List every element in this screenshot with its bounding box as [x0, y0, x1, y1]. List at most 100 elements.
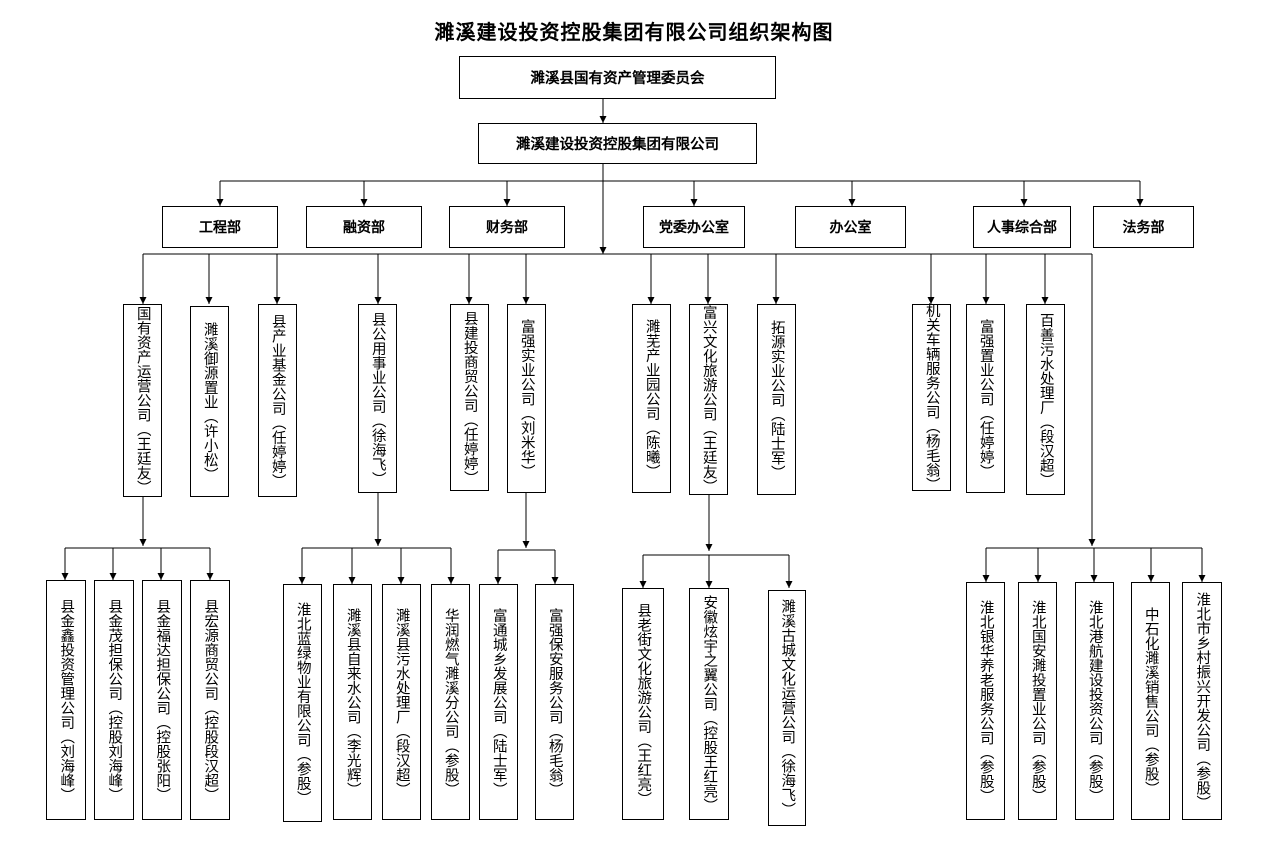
third-level-box: 濉溪古城文化运营公司（徐海飞） [768, 590, 806, 826]
arrow-head [522, 297, 530, 304]
arrow-head [397, 577, 405, 584]
subsidiary-label: 富强实业公司（刘米华） [518, 318, 535, 479]
arrow-head [522, 541, 530, 548]
arrow-head [157, 573, 165, 580]
third-level-box: 县金茂担保公司（控股刘海峰） [94, 580, 134, 820]
third-level-label: 濉溪古城文化运营公司（徐海飞） [779, 599, 796, 817]
third-level-label: 濉溪县自来水公司（李光辉） [344, 607, 361, 797]
arrow-head [785, 581, 793, 588]
arrow-head [1198, 575, 1206, 582]
arrow-head [982, 575, 990, 582]
subsidiary-box: 国有资产运营公司（王廷友） [123, 304, 162, 497]
arrow-head [599, 247, 607, 254]
third-level-box: 中石化濉溪销售公司（参股） [1131, 582, 1170, 820]
chart-title: 濉溪建设投资控股集团有限公司组织架构图 [434, 20, 834, 44]
commission-box: 濉溪县国有资产管理委员会 [459, 56, 776, 99]
arrow-head [205, 297, 213, 304]
subsidiary-label: 国有资产运营公司（王廷友） [134, 306, 151, 495]
subsidiary-box: 拓源实业公司（陆士军） [757, 304, 796, 495]
dept-party-office: 党委办公室 [643, 206, 745, 248]
arrow-head [273, 297, 281, 304]
arrow-head [1147, 575, 1155, 582]
subsidiary-box: 富强实业公司（刘米华） [507, 304, 546, 493]
arrow-head [109, 573, 117, 580]
arrow-head [139, 297, 147, 304]
group-company-box: 濉溪建设投资控股集团有限公司 [478, 123, 757, 164]
dept-engineering: 工程部 [162, 206, 278, 248]
subsidiary-box: 县建投商贸公司（任婷婷） [450, 304, 489, 491]
third-level-label: 富通城乡发展公司（陆士军） [490, 607, 507, 797]
arrow-head [298, 577, 306, 584]
third-level-box: 淮北蓝绿物业有限公司（参股） [283, 584, 322, 822]
arrow-head [690, 199, 698, 206]
subsidiary-box: 富兴文化旅游公司（王廷友） [689, 304, 728, 495]
subsidiary-box: 机关车辆服务公司（杨毛翁） [912, 303, 951, 492]
arrow-head [216, 199, 224, 206]
arrow-head [1034, 575, 1042, 582]
subsidiary-box: 县公用事业公司（徐海飞） [358, 304, 397, 493]
third-level-box: 淮北市乡村振兴开发公司（参股） [1182, 582, 1222, 820]
arrow-head [1090, 575, 1098, 582]
arrow-head [848, 199, 856, 206]
arrow-head [494, 577, 502, 584]
third-level-box: 淮北港航建设投资公司（参股） [1075, 582, 1114, 820]
arrow-head [465, 297, 473, 304]
subsidiary-label: 县建投商贸公司（任婷婷） [461, 310, 478, 485]
subsidiary-box: 濉溪御源置业（许小松） [190, 306, 229, 497]
arrow-head [639, 581, 647, 588]
third-level-label: 富强保安服务公司（杨毛翁） [546, 607, 563, 797]
third-level-label: 县金福达担保公司（控股张阳） [154, 598, 171, 802]
subsidiary-label: 富强置业公司（任婷婷） [977, 318, 994, 479]
arrow-head [348, 577, 356, 584]
arrow-head [1088, 539, 1096, 546]
subsidiary-box: 濉芜产业园公司（陈曦） [632, 304, 671, 493]
subsidiary-label: 濉芜产业园公司（陈曦） [643, 318, 660, 479]
arrow-head [772, 297, 780, 304]
arrow-head [982, 297, 990, 304]
third-level-label: 淮北国安濉投置业公司（参股） [1029, 599, 1046, 803]
third-level-box: 富强保安服务公司（杨毛翁） [535, 584, 574, 820]
arrow-head [599, 116, 607, 123]
dept-office: 办公室 [795, 206, 906, 248]
third-level-label: 淮北银华养老服务公司（参股） [977, 599, 994, 803]
third-level-label: 淮北港航建设投资公司（参股） [1086, 599, 1103, 803]
arrow-head [374, 539, 382, 546]
subsidiary-box: 富强置业公司（任婷婷） [966, 304, 1005, 493]
dept-finance: 财务部 [449, 206, 565, 248]
third-level-label: 县金茂担保公司（控股刘海峰） [106, 598, 123, 802]
subsidiary-label: 县产业基金公司（任婷婷） [269, 313, 286, 488]
subsidiary-label: 濉溪御源置业（许小松） [201, 321, 218, 482]
dept-financing: 融资部 [306, 206, 422, 248]
third-level-box: 富通城乡发展公司（陆士军） [479, 584, 518, 820]
dept-legal: 法务部 [1093, 206, 1194, 248]
dept-hr-general: 人事综合部 [973, 206, 1071, 248]
third-level-box: 濉溪县污水处理厂（段汉超） [382, 584, 421, 820]
arrow-head [360, 199, 368, 206]
third-level-label: 濉溪县污水处理厂（段汉超） [393, 607, 410, 797]
arrow-head [374, 297, 382, 304]
third-level-box: 县金鑫投资管理公司（刘海峰） [46, 580, 86, 820]
third-level-box: 淮北银华养老服务公司（参股） [966, 582, 1005, 820]
third-level-box: 淮北国安濉投置业公司（参股） [1018, 582, 1057, 820]
third-level-label: 县金鑫投资管理公司（刘海峰） [58, 598, 75, 802]
arrow-head [1020, 199, 1028, 206]
subsidiary-label: 机关车辆服务公司（杨毛翁） [923, 303, 940, 492]
arrow-head [704, 297, 712, 304]
third-level-label: 县老街文化旅游公司（王红亮） [635, 602, 652, 806]
arrow-head [1136, 199, 1144, 206]
subsidiary-label: 百善污水处理厂（段汉超） [1037, 312, 1054, 487]
third-level-label: 县宏源商贸公司（控股段汉超） [202, 598, 219, 802]
subsidiary-label: 县公用事业公司（徐海飞） [369, 311, 386, 486]
third-level-label: 淮北蓝绿物业有限公司（参股） [294, 601, 311, 805]
subsidiary-box: 县产业基金公司（任婷婷） [258, 304, 297, 497]
arrow-head [927, 297, 935, 304]
arrow-head [447, 577, 455, 584]
arrow-head [206, 573, 214, 580]
arrow-head [551, 577, 559, 584]
third-level-box: 县金福达担保公司（控股张阳） [142, 580, 182, 820]
subsidiary-box: 百善污水处理厂（段汉超） [1026, 304, 1065, 495]
third-level-label: 中石化濉溪销售公司（参股） [1142, 606, 1159, 796]
arrow-head [705, 544, 713, 551]
third-level-box: 县老街文化旅游公司（王红亮） [622, 588, 664, 820]
